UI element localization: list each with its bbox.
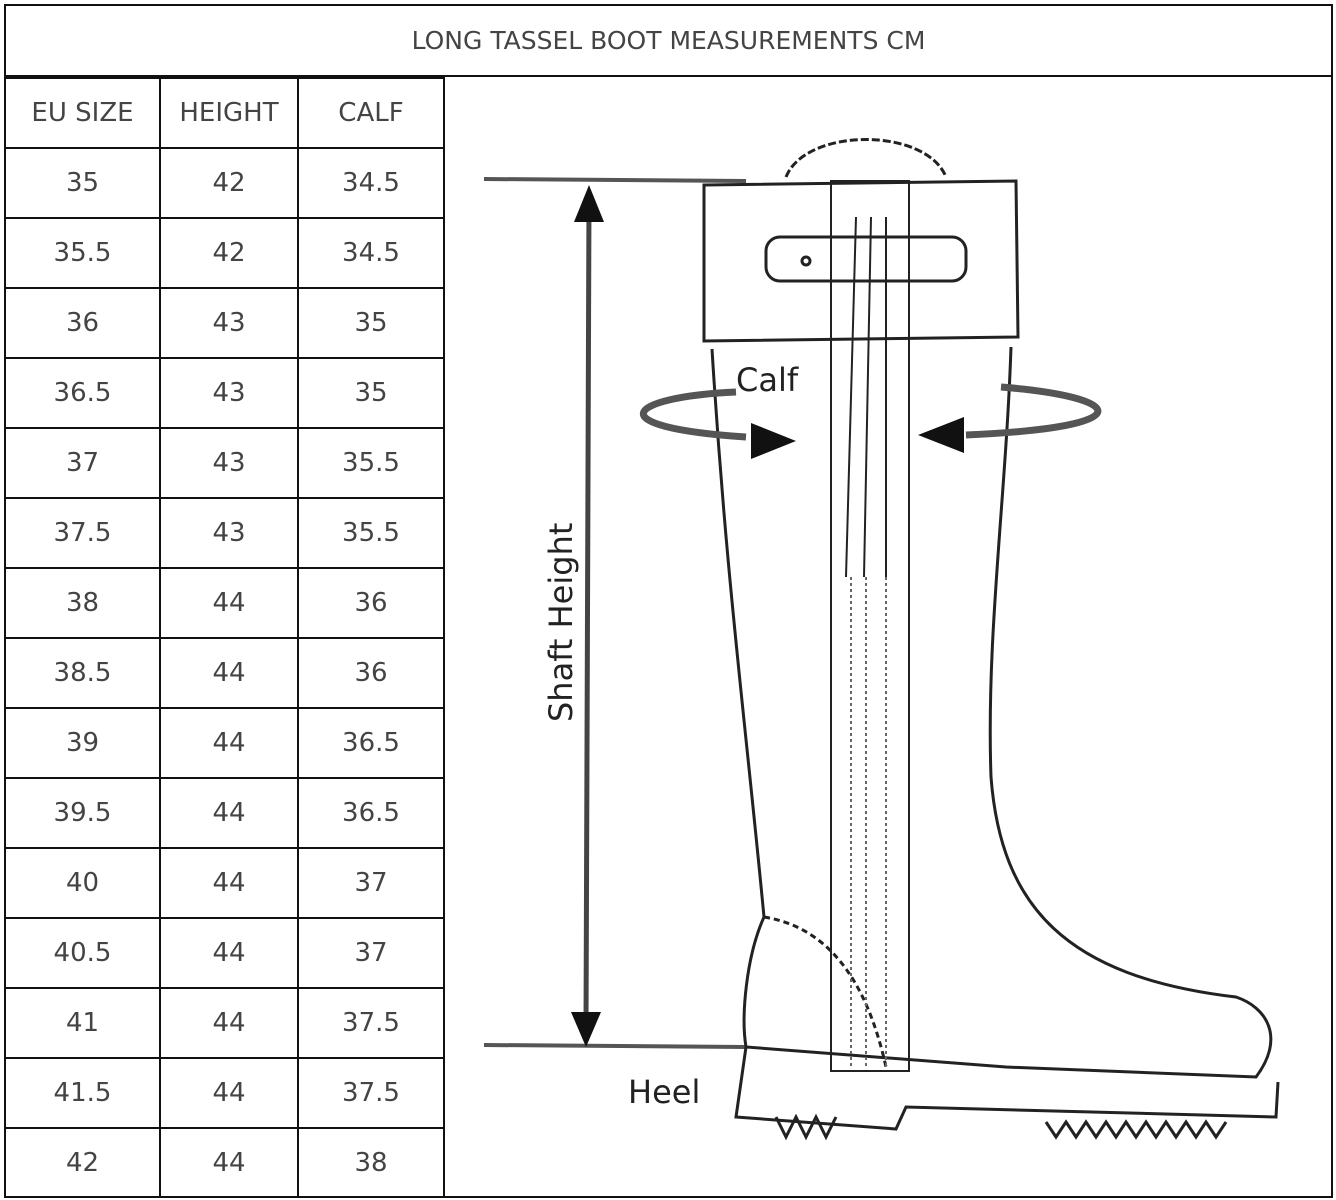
- eu-size-cell: 38: [6, 567, 161, 639]
- shaft-height-label: Shaft Height: [542, 523, 580, 722]
- height-cell: 44: [159, 567, 299, 639]
- calf-cell: 37.5: [297, 1057, 445, 1129]
- eu-size-cell: 39: [6, 707, 161, 779]
- eu-size-cell: 40.5: [6, 917, 161, 989]
- eu-size-cell: 41.5: [6, 1057, 161, 1129]
- header-row: EU SIZE HEIGHT CALF: [6, 77, 445, 149]
- calf-cell: 34.5: [297, 147, 445, 219]
- eu-size-cell: 39.5: [6, 777, 161, 849]
- height-cell: 43: [159, 287, 299, 359]
- boot-illustration: Calf Shaft Height Heel: [446, 77, 1331, 1196]
- shaft-height-line: [583, 196, 592, 1028]
- eu-size-cell: 38.5: [6, 637, 161, 709]
- calf-cell: 35.5: [297, 497, 445, 569]
- height-cell: 44: [159, 777, 299, 849]
- calf-cell: 36.5: [297, 707, 445, 779]
- calf-cell: 37: [297, 917, 445, 989]
- height-cell: 44: [159, 847, 299, 919]
- eu-size-cell: 36: [6, 287, 161, 359]
- heel-label: Heel: [628, 1073, 700, 1111]
- height-cell: 44: [159, 987, 299, 1059]
- size-chart: LONG TASSEL BOOT MEASUREMENTS CM EU SIZE…: [4, 4, 1333, 1198]
- boot-drawing: Calf Shaft Height Heel: [483, 138, 1280, 1141]
- calf-cell: 34.5: [297, 217, 445, 289]
- eu-size-cell: 42: [6, 1127, 161, 1197]
- calf-label: Calf: [736, 361, 799, 399]
- calf-cell: 35: [297, 287, 445, 359]
- height-cell: 43: [159, 427, 299, 499]
- calf-cell: 35.5: [297, 427, 445, 499]
- eu-size-cell: 35: [6, 147, 161, 219]
- height-cell: 43: [159, 497, 299, 569]
- calf-cell: 37: [297, 847, 445, 919]
- calf-cell: 36: [297, 637, 445, 709]
- height-cell: 44: [159, 917, 299, 989]
- height-cell: 44: [159, 707, 299, 779]
- eu-size-cell: 35.5: [6, 217, 161, 289]
- height-cell: 44: [159, 1057, 299, 1129]
- eu-size-cell: 36.5: [6, 357, 161, 429]
- calf-cell: 36.5: [297, 777, 445, 849]
- header-eu-size: EU SIZE: [6, 77, 161, 149]
- calf-cell: 37.5: [297, 987, 445, 1059]
- arrow-left-icon: [918, 417, 964, 453]
- arrow-up-icon: [574, 185, 604, 222]
- header-calf: CALF: [297, 77, 445, 149]
- height-cell: 44: [159, 637, 299, 709]
- calf-cell: 35: [297, 357, 445, 429]
- header-height: HEIGHT: [159, 77, 299, 149]
- height-cell: 42: [159, 147, 299, 219]
- chart-title: LONG TASSEL BOOT MEASUREMENTS CM: [6, 6, 1331, 77]
- calf-cell: 38: [297, 1127, 445, 1197]
- height-cell: 42: [159, 217, 299, 289]
- height-cell: 44: [159, 1127, 299, 1197]
- eu-size-cell: 37: [6, 427, 161, 499]
- eu-size-cell: 41: [6, 987, 161, 1059]
- calf-cell: 36: [297, 567, 445, 639]
- height-cell: 43: [159, 357, 299, 429]
- eu-size-cell: 40: [6, 847, 161, 919]
- eu-size-cell: 37.5: [6, 497, 161, 569]
- arrow-right-icon: [751, 423, 796, 459]
- arrow-down-icon: [571, 1012, 601, 1047]
